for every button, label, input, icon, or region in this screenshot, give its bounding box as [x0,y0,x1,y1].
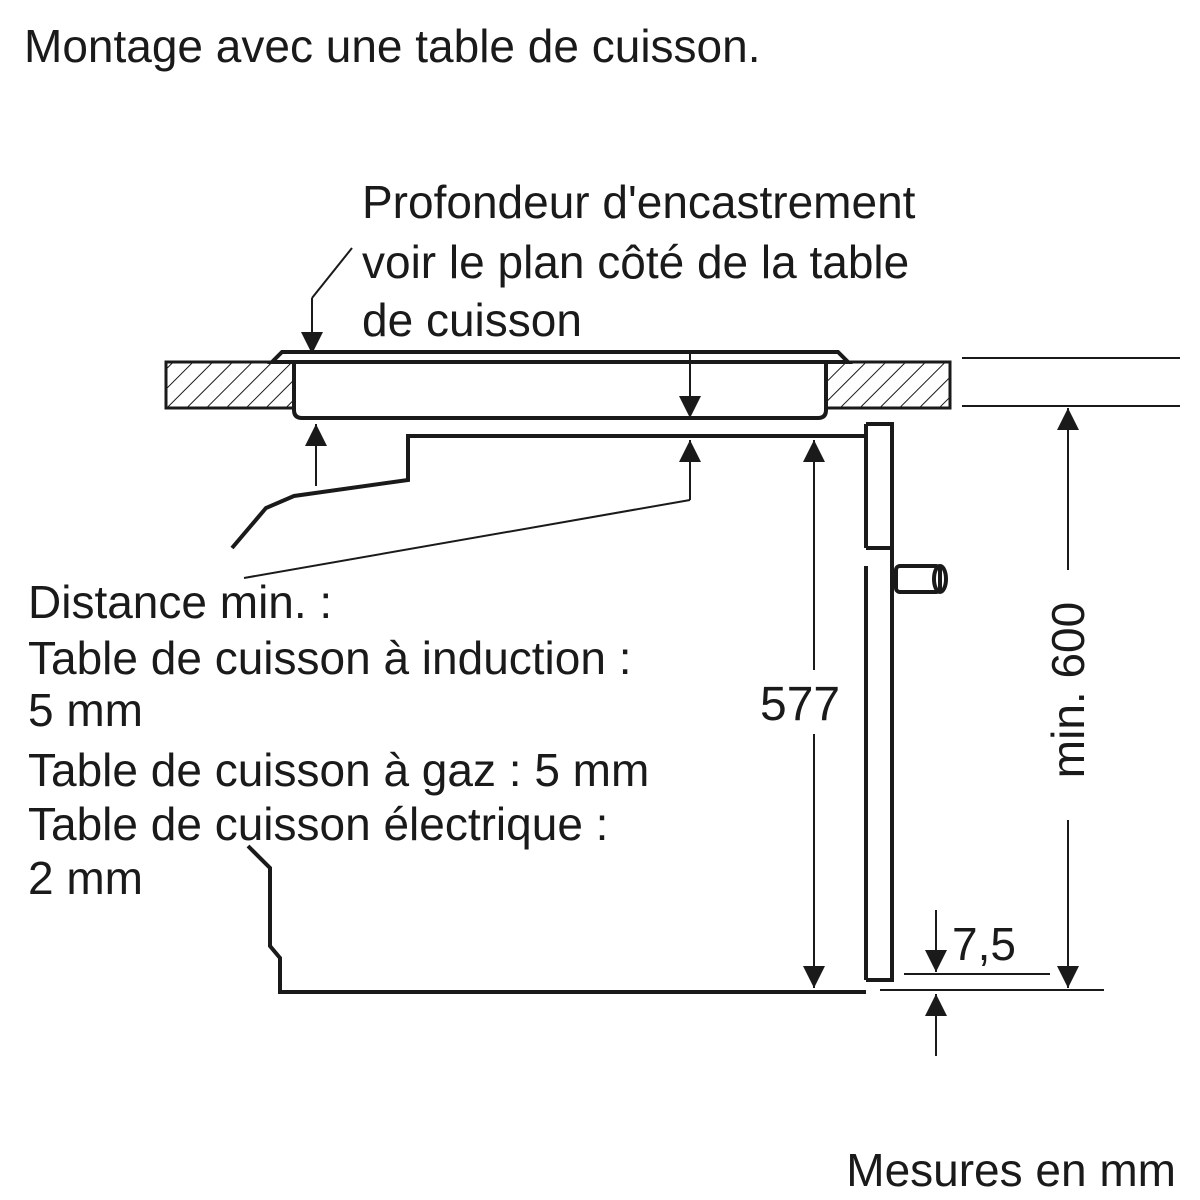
countertop-right [824,360,952,410]
dimension-oven-height: 577 [760,440,840,988]
dimension-min-niche-label: min. 600 [1042,602,1094,778]
depth-note-line-2: voir le plan côté de la table [362,236,909,288]
distance-note-line-4: Table de cuisson à gaz : 5 mm [28,744,649,796]
depth-note: Profondeur d'encastrement voir le plan c… [362,176,916,346]
depth-leader [301,247,353,354]
distance-note-line-1: Distance min. : [28,576,332,628]
units-note: Mesures en mm [846,1144,1176,1196]
oven-knob [894,564,948,594]
distance-note-line-5: Table de cuisson électrique : [28,798,608,850]
dimension-bottom-offset: 7,5 [925,910,1016,1056]
oven-body [230,434,866,994]
diagram-title: Montage avec une table de cuisson. [24,20,761,72]
distance-note: Distance min. : Table de cuisson à induc… [28,576,649,904]
oven-door [864,422,894,982]
dimension-bottom-offset-label: 7,5 [952,918,1016,970]
dimension-oven-height-label: 577 [760,678,840,731]
distance-leader [243,499,691,579]
distance-note-line-2: Table de cuisson à induction : [28,632,632,684]
hob [267,350,853,420]
bottom-reference-lines [880,973,1104,991]
countertop-reference-lines [962,357,1180,407]
distance-note-line-3: 5 mm [28,684,143,736]
distance-note-line-6: 2 mm [28,852,143,904]
dimension-min-niche: min. 600 [1042,408,1094,988]
countertop-left [164,360,296,410]
depth-note-line-3: de cuisson [362,294,582,346]
depth-note-line-1: Profondeur d'encastrement [362,176,916,228]
